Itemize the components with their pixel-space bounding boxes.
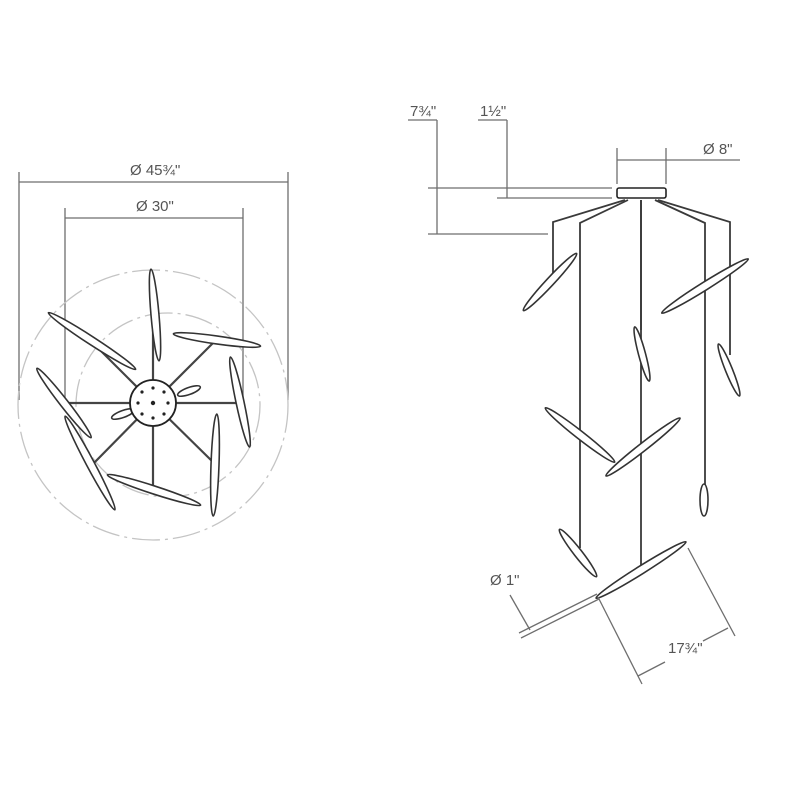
- element-diameter-dimension: [509, 593, 600, 639]
- overall-diameter-dimension: [18, 172, 289, 400]
- plan-canopy: [129, 379, 177, 427]
- inner-diameter-dimension: [64, 208, 244, 400]
- canopy-height-dimension: [478, 119, 612, 199]
- elevation-elements: [522, 252, 750, 600]
- canopy-diameter-dimension: [616, 148, 740, 184]
- element-diameter-label: Ø 1": [490, 572, 520, 589]
- canopy-height-label: 1½": [480, 103, 507, 120]
- overall-drop-label: 7¾": [410, 103, 437, 120]
- plan-view: [17, 172, 289, 541]
- canopy-diameter-label: Ø 8": [703, 141, 733, 158]
- outer-extent-circle: [17, 269, 289, 541]
- elevation-view: [408, 119, 750, 685]
- inner-diameter-label: Ø 30": [136, 198, 174, 215]
- element-length-dimension: [597, 547, 736, 685]
- plan-elements: [35, 268, 262, 517]
- overall-drop-dimension: [408, 119, 612, 235]
- element-length-label: 17¾": [668, 640, 703, 657]
- elevation-canopy: [616, 187, 667, 199]
- overall-diameter-label: Ø 45¾": [130, 162, 181, 179]
